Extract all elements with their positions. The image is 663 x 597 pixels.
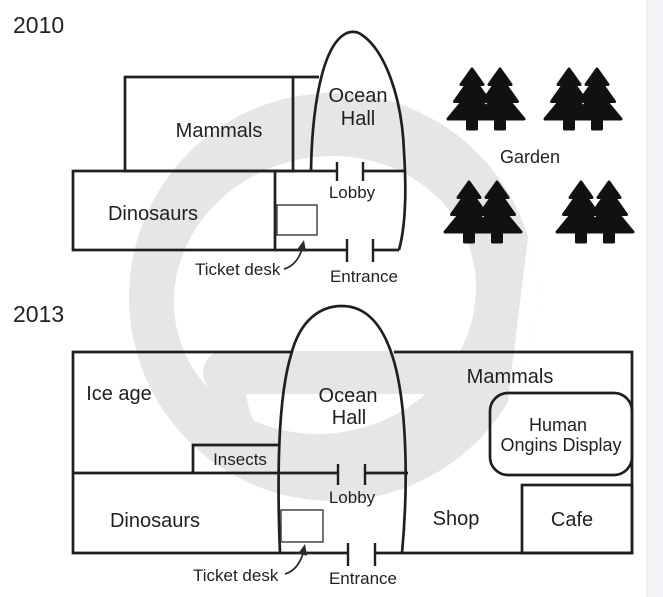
garden-tree-icon — [583, 180, 635, 244]
lobby-door-ticks-2013 — [336, 464, 367, 485]
dinosaurs-label-2013: Dinosaurs — [110, 510, 200, 532]
garden-tree-icon — [471, 180, 523, 244]
garden-tree-icon — [571, 67, 623, 131]
ticket-desk-box-2010 — [276, 204, 318, 236]
human-origins-box-2013 — [488, 391, 634, 477]
page-edge-strip — [647, 0, 663, 597]
lobby-label-2013: Lobby — [329, 488, 376, 507]
cafe-label-2013: Cafe — [551, 509, 593, 531]
insects-label-2013: Insects — [213, 450, 267, 469]
building-outline-left-2013 — [71, 350, 348, 555]
dinosaurs-room-2010 — [71, 169, 277, 252]
ocean-hall-label-line1-2010: Ocean — [329, 85, 388, 107]
ocean-hall-dome-2013 — [277, 304, 408, 554]
ocean-hall-label-line2-2013: Hall — [332, 407, 366, 429]
shop-label-2013: Shop — [433, 508, 480, 530]
ticket-desk-arrowhead-2013 — [298, 544, 307, 556]
ocean-hall-label-line2-2010: Hall — [341, 108, 375, 130]
ticket-desk-box-2013 — [280, 509, 324, 543]
entrance-label-2013: Entrance — [329, 569, 397, 588]
year-label-2013: 2013 — [13, 301, 64, 327]
garden-label: Garden — [500, 147, 560, 167]
plan-2010: 2010 Mammals Dinosaurs Ocean Hall Lobby … — [13, 12, 635, 286]
garden-tree-icon — [474, 67, 526, 131]
mammals-label-2010: Mammals — [176, 120, 263, 142]
human-origins-label-line2-2013: Ongins Display — [500, 435, 621, 455]
dinosaurs-label-2010: Dinosaurs — [108, 203, 198, 225]
ocean-hall-dome-2010 — [309, 30, 407, 251]
lobby-label-2010: Lobby — [329, 183, 376, 202]
year-label-2010: 2010 — [13, 12, 64, 38]
insects-box-2013 — [191, 443, 280, 473]
ticket-desk-label-2013: Ticket desk — [193, 566, 279, 585]
mammals-label-2013: Mammals — [467, 366, 554, 388]
ticket-desk-arrowhead-2010 — [297, 240, 306, 252]
cafe-box-2013 — [520, 483, 634, 555]
garden-area: Garden — [443, 67, 635, 244]
plan-2013: 2013 Ice age Insects Dinosaurs Ocean Hal… — [13, 301, 634, 588]
ice-age-label-2013: Ice age — [86, 383, 152, 405]
entrance-door-ticks-2013 — [346, 543, 377, 566]
ticket-desk-label-2010: Ticket desk — [195, 260, 281, 279]
entrance-label-2010: Entrance — [330, 267, 398, 286]
ocean-hall-label-line1-2013: Ocean — [319, 385, 378, 407]
lobby-door-ticks-2010 — [335, 162, 365, 181]
watermark-letter-gap — [504, 200, 537, 440]
watermark-letter-crossbar — [203, 351, 491, 394]
human-origins-label-line1-2013: Human — [529, 415, 587, 435]
entrance-door-ticks-2010 — [345, 239, 375, 262]
